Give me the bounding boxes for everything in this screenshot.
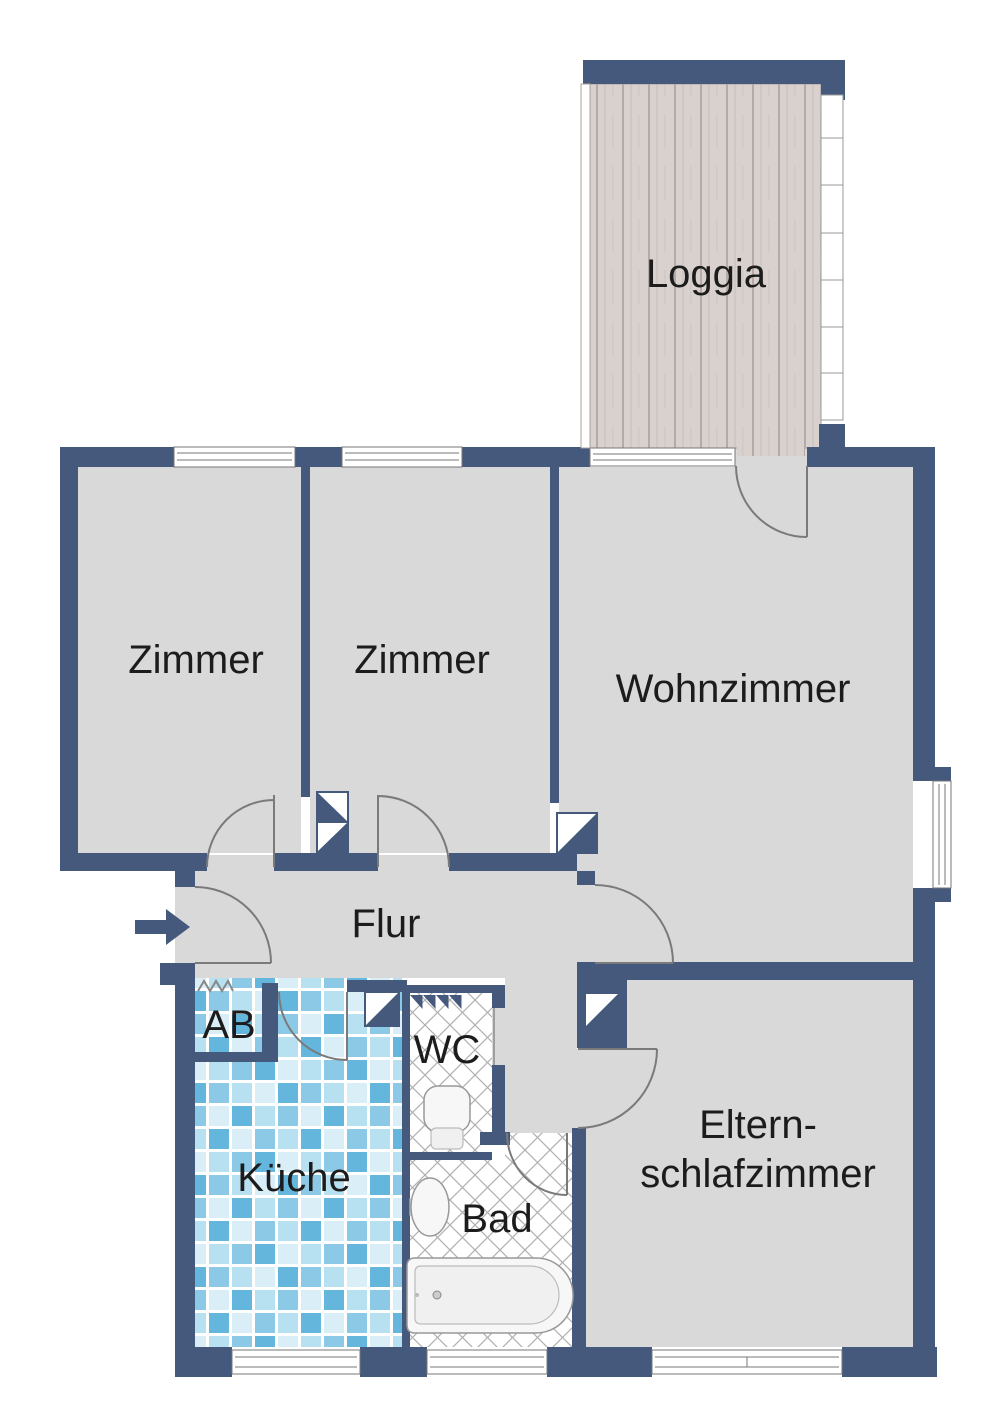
room-label-eltern-line2: schlafzimmer bbox=[640, 1152, 876, 1196]
fixtures bbox=[406, 1085, 574, 1334]
room-floor-zimmer-mid bbox=[310, 467, 550, 853]
wall-zimmer-divider bbox=[301, 467, 310, 797]
vent-symbol-wc bbox=[410, 995, 462, 1009]
wall-loggia-top bbox=[583, 60, 845, 84]
bathtub-icon bbox=[406, 1257, 574, 1334]
wohnzimmer-door-threshold bbox=[577, 885, 595, 963]
wall-ab-bottom bbox=[195, 1052, 278, 1062]
door-loggia bbox=[735, 465, 808, 538]
window-bad bbox=[426, 1349, 548, 1375]
wall-zimmer-wohnzimmer bbox=[550, 467, 559, 803]
room-label-kueche: Küche bbox=[237, 1156, 350, 1200]
windows bbox=[173, 83, 952, 1375]
room-floor-zimmer-left bbox=[78, 467, 301, 853]
loggia-railing bbox=[580, 83, 844, 449]
room-label-loggia: Loggia bbox=[646, 252, 767, 296]
room-label-ab: AB bbox=[202, 1003, 255, 1047]
room-label-wohnzimmer: Wohnzimmer bbox=[616, 667, 851, 711]
room-floor-flur bbox=[195, 855, 595, 978]
door-wohnzimmer bbox=[594, 884, 674, 964]
window-kueche bbox=[231, 1349, 361, 1375]
doors bbox=[194, 465, 808, 1196]
room-label-wc: WC bbox=[414, 1028, 481, 1072]
door-bad bbox=[506, 1132, 568, 1196]
shaft-symbol-kueche bbox=[364, 991, 400, 1027]
room-label-flur: Flur bbox=[352, 902, 421, 946]
wardrobe-symbol-ab bbox=[197, 978, 234, 993]
shaft-symbol-zimmer-divider bbox=[316, 791, 349, 853]
room-labels: Loggia Zimmer Zimmer Wohnzimmer Flur AB … bbox=[128, 252, 876, 1241]
window-zimmer-mid bbox=[341, 446, 463, 468]
wc-door-threshold bbox=[492, 1008, 505, 1065]
door-eltern bbox=[577, 1048, 658, 1129]
window-wohnzimmer-right bbox=[932, 780, 952, 889]
wall-ab-right bbox=[262, 983, 278, 1062]
room-floor-wohnzimmer bbox=[559, 467, 913, 962]
wall-kueche-wc bbox=[402, 985, 410, 1347]
bad-entry-tiles bbox=[505, 1133, 572, 1160]
entry-arrow-icon bbox=[135, 909, 190, 945]
loggia-wood-patch bbox=[737, 447, 805, 456]
door-entry bbox=[194, 886, 272, 964]
walls bbox=[60, 60, 951, 1377]
window-loggia-wohnzimmer bbox=[589, 447, 736, 467]
room-floor-eltern bbox=[586, 980, 915, 1347]
window-eltern bbox=[651, 1349, 843, 1375]
shaft-symbol-wohnzimmer-corner bbox=[556, 812, 598, 854]
toilet-icon bbox=[423, 1085, 471, 1150]
door-zimmer-left bbox=[206, 795, 275, 868]
wall-bad-eltern bbox=[572, 1128, 586, 1347]
corridor-floor bbox=[505, 978, 577, 1133]
window-zimmer-left bbox=[173, 446, 296, 468]
room-label-zimmer-left: Zimmer bbox=[128, 638, 264, 682]
loggia-left-edge bbox=[580, 83, 591, 449]
door-kueche bbox=[278, 991, 348, 1061]
room-label-eltern-line1: Eltern- bbox=[699, 1103, 817, 1147]
room-label-bad: Bad bbox=[461, 1197, 532, 1241]
sink-icon bbox=[409, 1177, 450, 1237]
door-zimmer-mid bbox=[377, 795, 450, 868]
shaft-symbols bbox=[197, 791, 620, 1028]
room-label-zimmer-mid: Zimmer bbox=[354, 638, 490, 682]
shaft-symbol-eltern bbox=[584, 992, 620, 1028]
